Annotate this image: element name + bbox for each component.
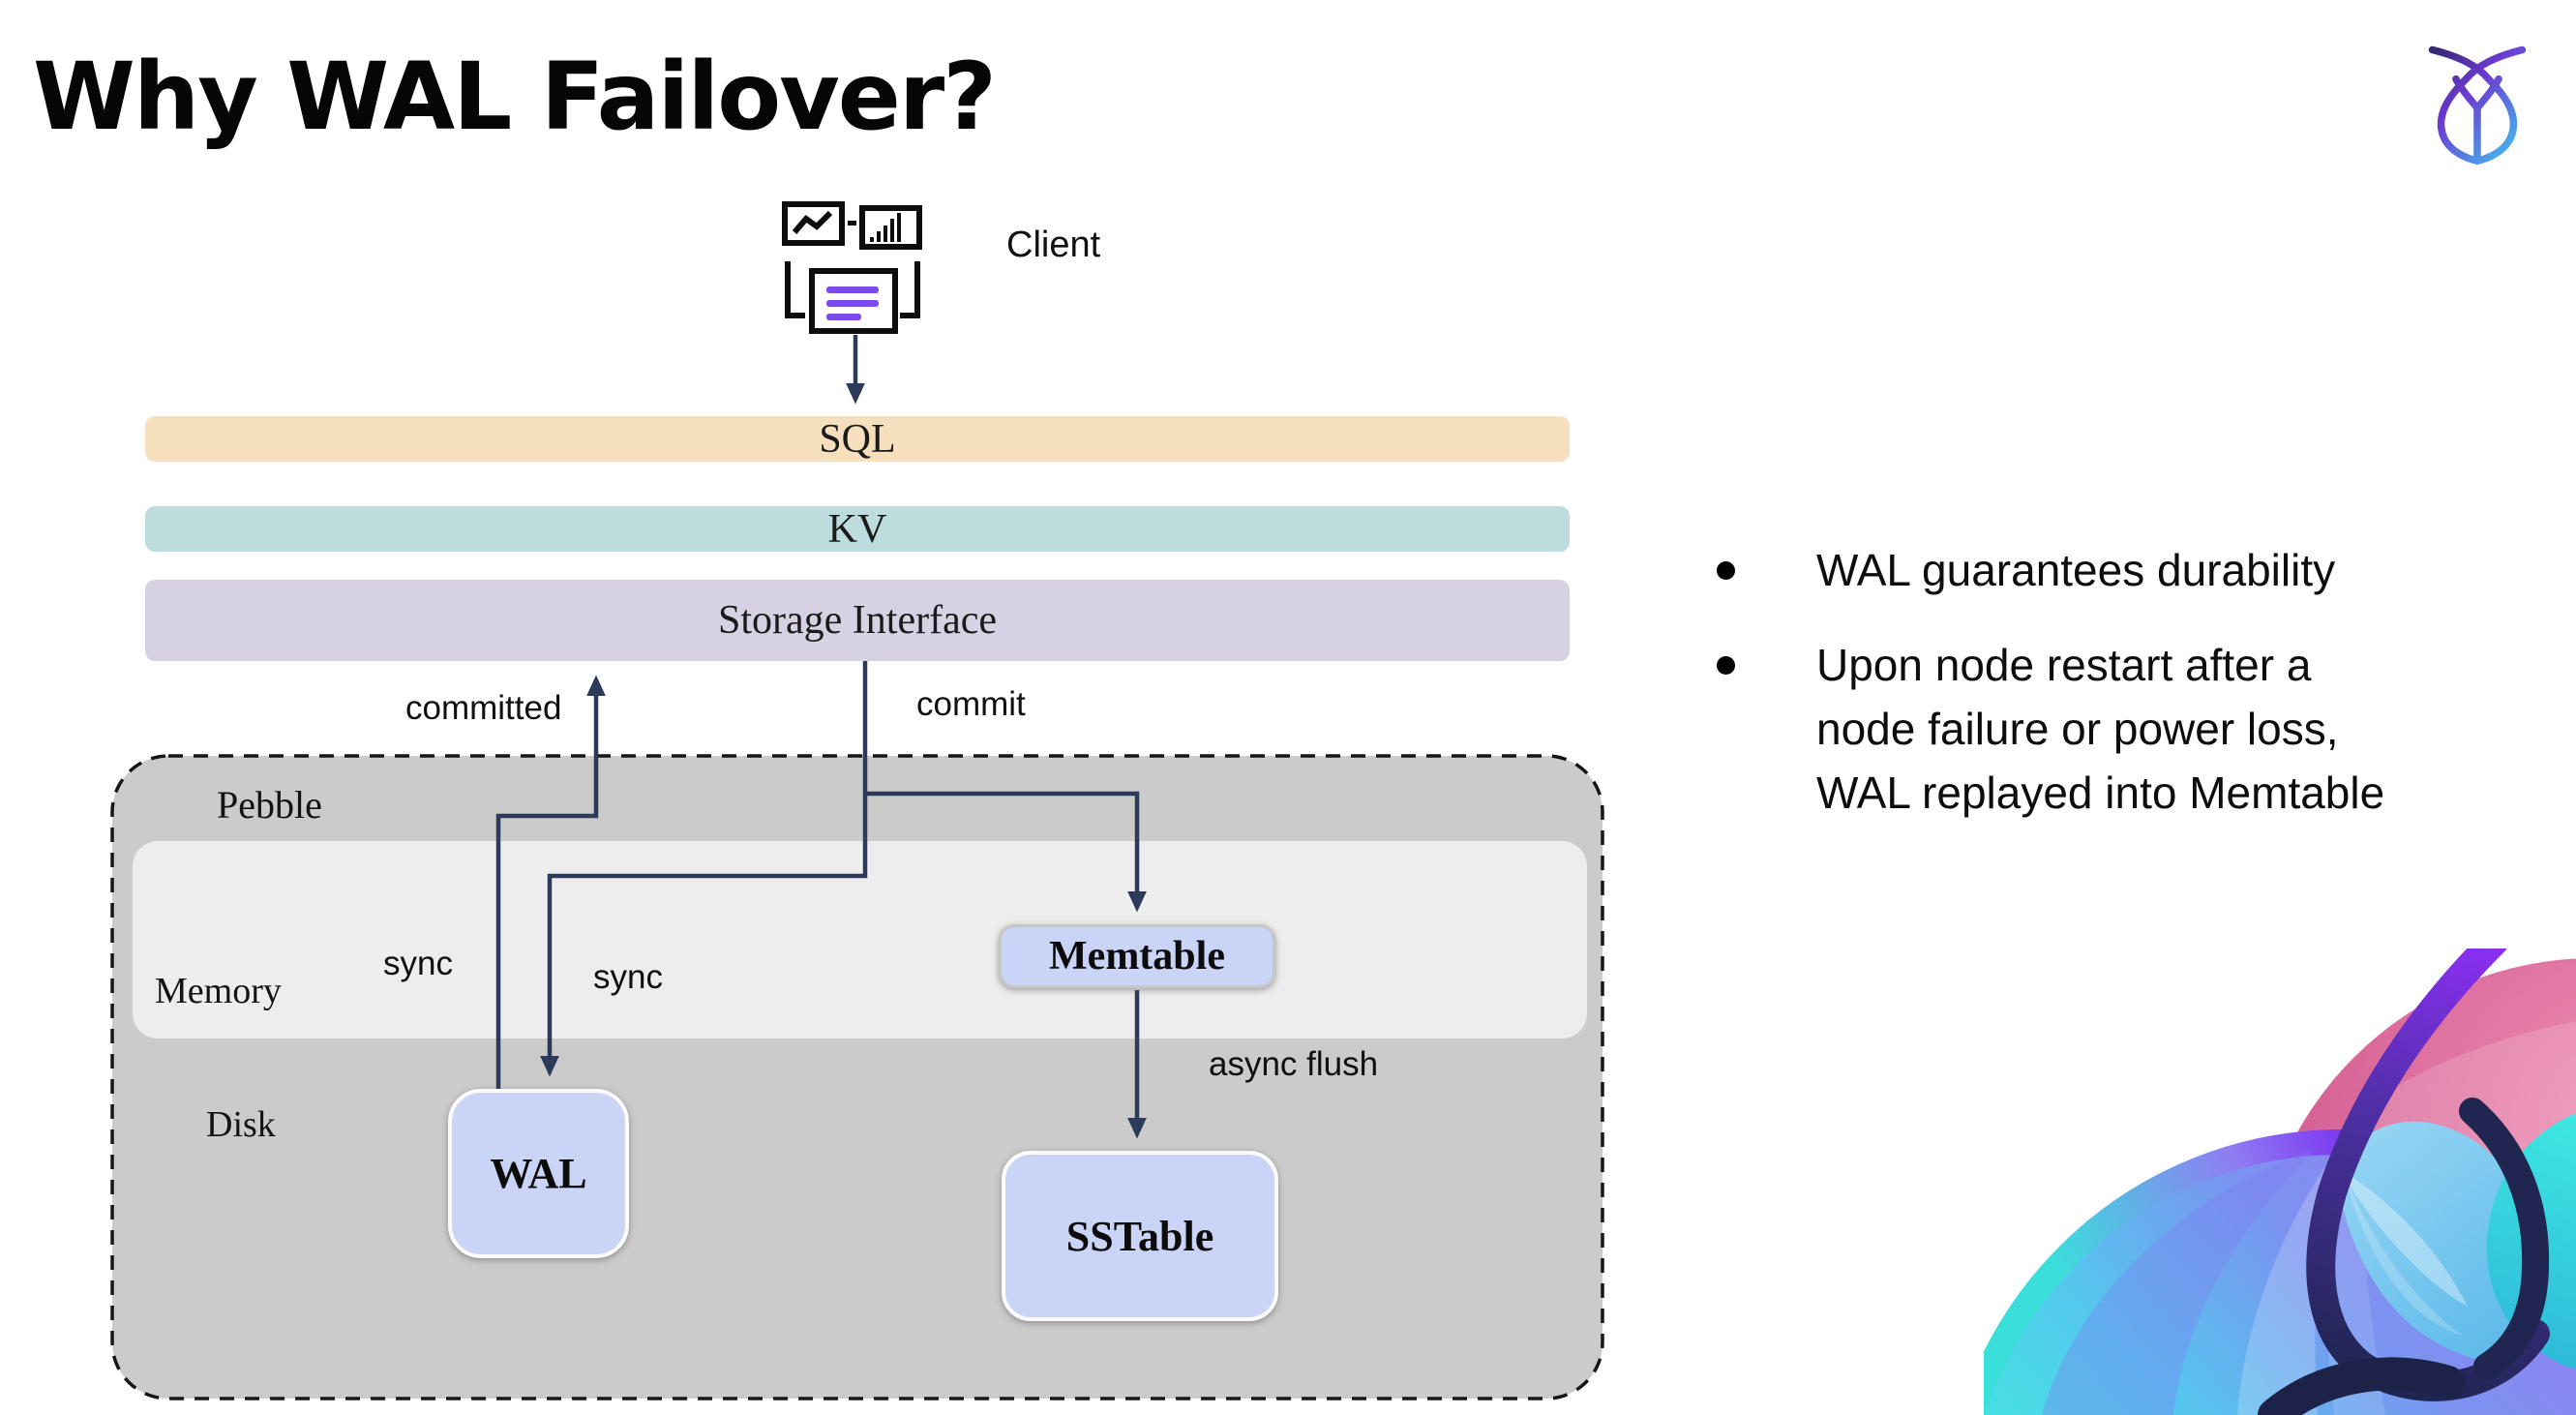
bar-chart-glyph	[870, 213, 901, 242]
layer-bar-sql: SQL	[145, 416, 1570, 462]
client-label: Client	[1006, 225, 1101, 265]
connector-commit-to-memtable	[865, 791, 1147, 913]
bullet-dot-icon	[1717, 656, 1735, 675]
sstable-label: SSTable	[1065, 1212, 1214, 1260]
edge-label-sync-down: sync	[593, 958, 663, 996]
edge-label-commit: commit	[916, 685, 1026, 723]
cockroachdb-brand-art	[1984, 948, 2576, 1415]
bullet-item: Upon node restart after a node failure o…	[1707, 633, 2510, 825]
disk-zone-label: Disk	[206, 1104, 276, 1145]
layer-label-kv: KV	[827, 506, 887, 552]
wal-node: WAL	[448, 1089, 629, 1258]
page-title: Why WAL Failover?	[33, 43, 997, 151]
edge-label-committed: committed	[405, 689, 562, 727]
bullet-text: WAL guarantees durability	[1816, 545, 2336, 595]
bullet-list: WAL guarantees durability Upon node rest…	[1707, 538, 2510, 825]
pebble-label: Pebble	[217, 783, 322, 827]
bullet-text: Upon node restart after a node failure o…	[1816, 640, 2385, 818]
edge-label-sync-up: sync	[383, 945, 453, 982]
memtable-label: Memtable	[1049, 934, 1225, 978]
layer-label-sql: SQL	[819, 416, 896, 462]
cockroachdb-logo-icon	[2428, 45, 2527, 165]
layer-label-storage-interface: Storage Interface	[718, 598, 997, 643]
connector-committed	[495, 675, 606, 1089]
memory-zone-label: Memory	[155, 971, 282, 1011]
bullet-item: WAL guarantees durability	[1707, 538, 2510, 602]
bullet-dot-icon	[1717, 561, 1735, 580]
wal-label: WAL	[490, 1150, 587, 1197]
memory-zone-shape	[133, 841, 1587, 1039]
client-apps-icon	[782, 201, 922, 334]
memtable-node: Memtable	[999, 924, 1275, 988]
layer-bar-storage-interface: Storage Interface	[145, 580, 1570, 661]
document-lines-glyph	[826, 286, 879, 320]
edge-label-async-flush: async flush	[1209, 1045, 1379, 1083]
sstable-node: SSTable	[1002, 1151, 1278, 1321]
layer-bar-kv: KV	[145, 506, 1570, 552]
connector-commit-to-wal	[540, 661, 868, 1077]
